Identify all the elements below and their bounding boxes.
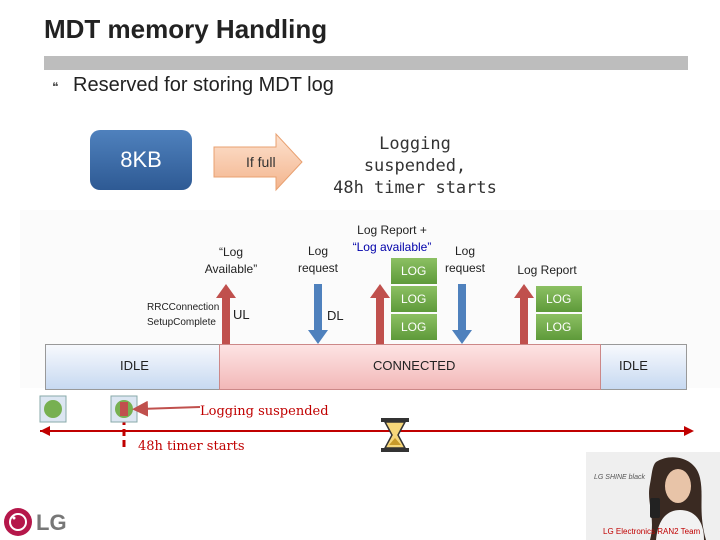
log-report-plus-line2: “Log available” (352, 240, 432, 254)
log-block-label: LOG (401, 320, 427, 334)
if-full-arrow (213, 132, 303, 192)
log-block-label: LOG (546, 320, 572, 334)
log-available-line2: Available” (204, 262, 258, 276)
log-request-1-line1: Log (307, 244, 329, 258)
connected-state-label: CONNECTED (373, 358, 456, 373)
idle-state-left: IDLE (120, 358, 149, 373)
connected-state-region (219, 344, 601, 390)
storage-result-line2: 48h timer starts (333, 178, 497, 198)
memory-size-box: 8KB (90, 130, 192, 190)
log-request-2-line1: Log (454, 244, 476, 258)
ul-label: UL (233, 307, 250, 322)
log-report-label: Log Report (517, 263, 577, 277)
log-block (391, 258, 437, 284)
rrc-line1: RRCConnection (147, 302, 220, 313)
rrc-setup-complete-label: RRCConnection SetupComplete (147, 300, 219, 330)
if-full-label: If full (246, 154, 276, 170)
bullet-icon: ❝ (52, 80, 59, 94)
title-underline-bar (44, 56, 688, 70)
ad-person-illustration (586, 452, 720, 540)
log-block-label: LOG (546, 292, 572, 306)
advertisement-image (586, 452, 720, 540)
log-available-line1: “Log (218, 245, 244, 259)
idle-event-marker (39, 395, 67, 423)
log-block (536, 286, 582, 312)
log-block (536, 314, 582, 340)
log-request-label-1: Log request (292, 243, 344, 277)
log-block (391, 314, 437, 340)
timer-starts-label: 48h timer starts (138, 439, 245, 454)
suspend-event-marker (110, 395, 138, 423)
hourglass-icon (381, 418, 409, 452)
log-report-arrow-1 (370, 284, 390, 344)
slide-title: MDT memory Handling (44, 14, 328, 44)
log-block-label: LOG (401, 292, 427, 306)
bullet-text: Reserved for storing MDT log (73, 74, 334, 96)
log-report-arrow-2 (514, 284, 534, 344)
ul-arrow (216, 284, 236, 344)
storage-result-line1: Logging suspended, (363, 134, 467, 176)
log-available-label: “Log Available” (196, 244, 266, 278)
ad-caption: LG Electronics RAN2 Team (603, 527, 701, 536)
dl-arrow-1 (308, 284, 328, 344)
memory-size-label: 8KB (120, 147, 162, 172)
log-request-2-line2: request (444, 261, 486, 275)
lg-logo-text: LG (36, 510, 67, 535)
log-report-plus-label: Log Report + “Log available” (342, 222, 442, 256)
rrc-line2: SetupComplete (147, 317, 216, 328)
idle-state-right: IDLE (619, 358, 648, 373)
log-report-plus-line1: Log Report + (357, 223, 427, 237)
log-block-label: LOG (401, 264, 427, 278)
timeline (40, 396, 694, 450)
dl-label: DL (327, 308, 344, 323)
suspend-pointer-arrow (132, 400, 201, 417)
log-block (391, 286, 437, 312)
logging-suspended-label: Logging suspended (200, 404, 329, 419)
storage-result-note: Logging suspended, 48h timer starts (325, 133, 505, 199)
ad-brand-text: LG SHINE black (594, 474, 645, 481)
lg-logo-icon (4, 508, 32, 536)
log-request-1-line2: request (297, 261, 339, 275)
log-request-label-2: Log request (438, 243, 492, 277)
dl-arrow-2 (452, 284, 472, 344)
